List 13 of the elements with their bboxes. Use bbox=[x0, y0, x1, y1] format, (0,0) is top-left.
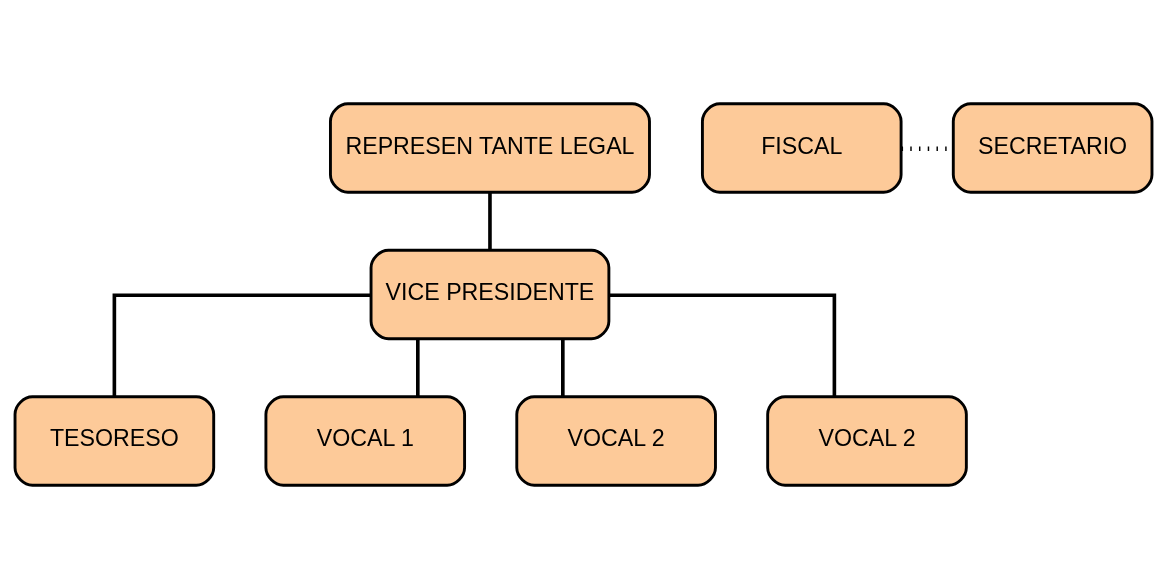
node-box: SECRETARIO bbox=[951, 101, 1154, 194]
node-box: FISCAL bbox=[700, 101, 903, 194]
node-box: VICE PRESIDENTE bbox=[369, 248, 611, 340]
connector bbox=[609, 292, 837, 396]
node-box: REPRESEN TANTE LEGAL bbox=[329, 101, 651, 194]
node-box: VOCAL 2 bbox=[766, 394, 968, 487]
connector bbox=[416, 338, 420, 396]
connector bbox=[112, 292, 371, 396]
connector bbox=[488, 191, 492, 250]
connector bbox=[561, 338, 565, 396]
node-box: VOCAL 1 bbox=[264, 394, 467, 487]
node-box: TESORESO bbox=[13, 394, 216, 487]
node-box: VOCAL 2 bbox=[515, 394, 717, 487]
